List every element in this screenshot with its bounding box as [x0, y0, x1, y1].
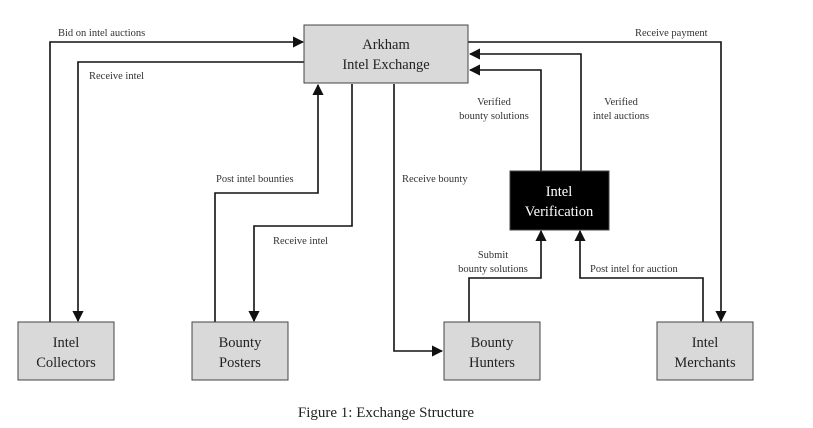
- edge-line: [49, 36, 305, 323]
- edge-label-line1: Submit: [478, 250, 508, 261]
- edge-receive-intel-posters: Receive intel: [248, 84, 353, 323]
- node-intel-verification: Intel Verification: [509, 170, 610, 231]
- edge-line: [214, 83, 324, 323]
- node-bounty-hunters: Bounty Hunters: [443, 321, 541, 381]
- node-label-line1: Intel: [546, 184, 573, 200]
- edge-label-line1: Verified: [477, 97, 512, 108]
- edge-verified-intel-auctions: Verified intel auctions: [468, 48, 649, 171]
- node-label-line1: Bounty: [471, 335, 514, 351]
- edge-label: Bid on intel auctions: [58, 28, 145, 39]
- edge-line: [248, 84, 353, 323]
- node-label-line2: Posters: [219, 355, 261, 371]
- node-box: [656, 321, 754, 381]
- node-label-line2: Collectors: [36, 355, 96, 371]
- edge-line: [393, 84, 444, 357]
- edge-receive-intel-collectors: Receive intel: [72, 61, 304, 323]
- node-box: [303, 24, 469, 84]
- node-bounty-posters: Bounty Posters: [191, 321, 289, 381]
- node-arkham-intel-exchange: Arkham Intel Exchange: [303, 24, 469, 84]
- node-intel-merchants: Intel Merchants: [656, 321, 754, 381]
- edge-line: [72, 61, 304, 323]
- edge-verified-bounty-solutions: Verified bounty solutions: [459, 64, 542, 171]
- node-label-line1: Arkham: [362, 37, 410, 53]
- edge-label: Receive bounty: [402, 174, 468, 185]
- edge-label: Receive intel: [89, 71, 144, 82]
- node-label-line2: Merchants: [674, 355, 736, 371]
- edge-line: [468, 229, 547, 323]
- edge-line: [468, 48, 582, 171]
- edge-post-intel-for-auction: Post intel for auction: [574, 229, 704, 323]
- edge-label-line2: bounty solutions: [459, 111, 529, 122]
- node-box: [509, 170, 610, 231]
- edge-label-line2: bounty solutions: [458, 264, 528, 275]
- edge-line: [468, 64, 542, 171]
- edge-bid-on-intel-auctions: Bid on intel auctions: [49, 28, 305, 323]
- figure-caption: Figure 1: Exchange Structure: [298, 405, 475, 421]
- edge-label: Receive payment: [635, 28, 708, 39]
- edge-label-line2: intel auctions: [593, 111, 649, 122]
- edge-receive-bounty: Receive bounty: [393, 84, 468, 357]
- node-label-line2: Intel Exchange: [342, 57, 429, 73]
- node-box: [443, 321, 541, 381]
- edge-label: Receive intel: [273, 236, 328, 247]
- node-label-line2: Hunters: [469, 355, 515, 371]
- edge-label: Post intel for auction: [590, 264, 679, 275]
- node-label-line1: Intel: [53, 335, 80, 351]
- node-label-line1: Intel: [692, 335, 719, 351]
- edge-receive-payment: Receive payment: [468, 28, 727, 323]
- edge-line: [574, 229, 704, 323]
- node-label-line2: Verification: [525, 204, 594, 220]
- edge-label-line1: Verified: [604, 97, 639, 108]
- node-box: [191, 321, 289, 381]
- edge-submit-bounty-solutions: Submit bounty solutions: [458, 229, 547, 323]
- edge-post-intel-bounties: Post intel bounties: [214, 83, 324, 323]
- node-box: [17, 321, 115, 381]
- node-intel-collectors: Intel Collectors: [17, 321, 115, 381]
- edge-label: Post intel bounties: [216, 174, 294, 185]
- node-label-line1: Bounty: [219, 335, 262, 351]
- edge-line: [468, 41, 727, 323]
